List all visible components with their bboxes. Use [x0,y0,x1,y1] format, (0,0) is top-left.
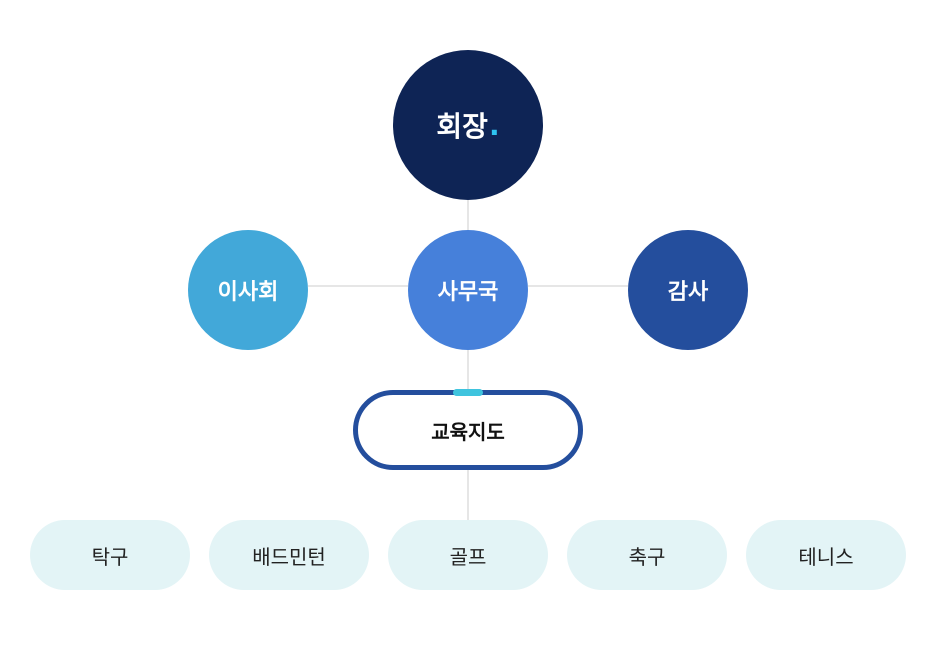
node-education-label: 교육지도 [431,419,505,444]
program-label: 축구 [628,544,666,569]
program-soccer: 축구 [567,520,727,590]
node-audit: 감사 [628,230,748,350]
program-label: 배드민턴 [252,544,326,569]
node-office: 사무국 [408,230,528,350]
education-connector-cap [453,389,483,396]
node-education: 교육지도 [353,390,583,470]
node-chairman-label: 회장 [436,110,488,143]
program-badminton: 배드민턴 [209,520,369,590]
program-golf: 골프 [388,520,548,590]
program-tennis: 테니스 [746,520,906,590]
program-table-tennis: 탁구 [30,520,190,590]
node-board-label: 이사회 [217,280,279,305]
program-label: 테니스 [798,544,854,569]
node-chairman: 회장. [393,50,543,200]
node-board: 이사회 [188,230,308,350]
node-office-label: 사무국 [437,280,499,305]
program-label: 탁구 [91,544,129,569]
program-label: 골프 [449,544,487,569]
accent-dot: . [488,108,500,142]
node-audit-label: 감사 [667,280,709,305]
